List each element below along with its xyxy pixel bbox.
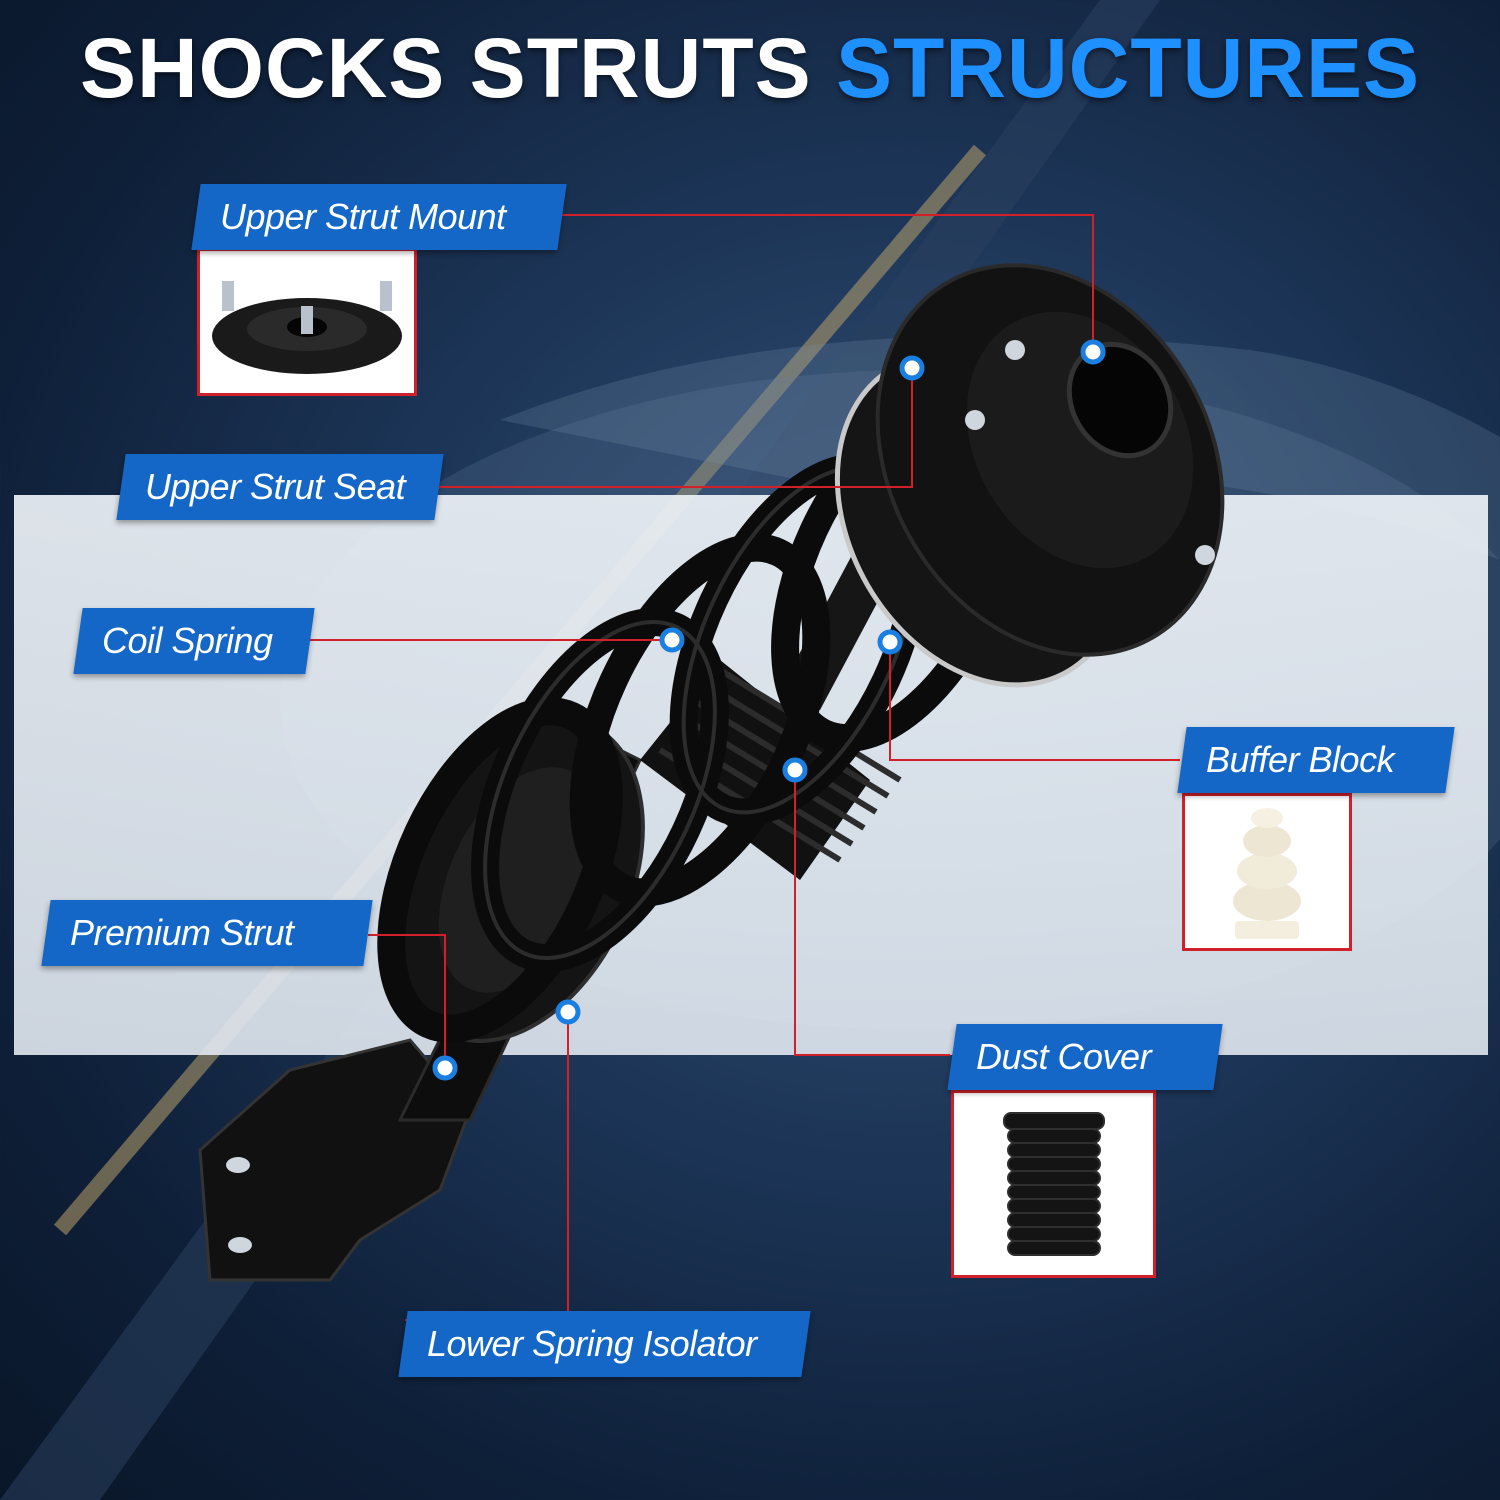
title-accent: STRUCTURES — [836, 21, 1421, 115]
label-premium-strut: Premium Strut — [41, 900, 373, 966]
buffer-block-image — [1233, 808, 1301, 939]
label-buffer-block: Buffer Block — [1177, 727, 1455, 793]
upper-strut-mount-image — [212, 281, 402, 374]
page-title: SHOCKS STRUTS STRUCTURES — [0, 20, 1500, 117]
label-upper-strut-mount: Upper Strut Mount — [191, 184, 567, 250]
label-upper-strut-seat: Upper Strut Seat — [116, 454, 444, 520]
label-lower-spring-isolator: Lower Spring Isolator — [398, 1311, 811, 1377]
title-main: SHOCKS STRUTS — [79, 21, 812, 115]
upper-strut-mount-thumbnail — [197, 248, 417, 396]
dust-cover-image — [1003, 1112, 1105, 1256]
label-dust-cover: Dust Cover — [947, 1024, 1223, 1090]
buffer-block-thumbnail — [1182, 793, 1352, 951]
dust-cover-thumbnail — [951, 1090, 1156, 1278]
label-coil-spring: Coil Spring — [73, 608, 315, 674]
